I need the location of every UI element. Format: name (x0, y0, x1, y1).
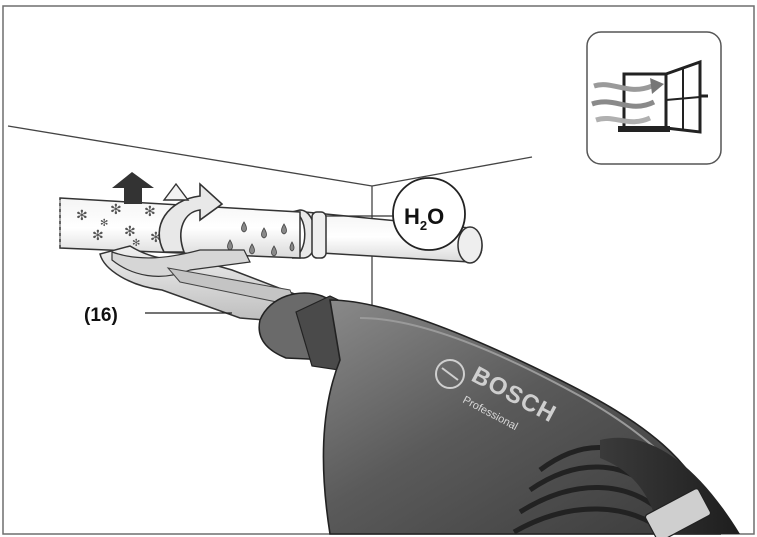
water-label-tail: O (427, 204, 444, 229)
svg-text:✻: ✻ (124, 224, 136, 240)
open-window-ventilation-icon (586, 31, 722, 165)
callout-label: (16) (84, 305, 118, 326)
svg-text:✻: ✻ (110, 202, 122, 218)
water-label-bubble: H2O (326, 177, 466, 251)
svg-text:H2O: H2O (404, 204, 444, 233)
display-panel (644, 488, 712, 537)
up-arrow-icon (112, 172, 154, 204)
snowflake-icon: ✻ ✻ ✻ ✻ ✻ ✻ ✻ ✻ (76, 202, 162, 249)
svg-text:✻: ✻ (76, 208, 88, 224)
callout-16: (16) (84, 305, 232, 326)
reflector-nozzle (99, 245, 301, 323)
heat-gun: BOSCH Professional (258, 292, 740, 537)
svg-text:✻: ✻ (92, 228, 104, 244)
svg-text:✻: ✻ (132, 238, 140, 249)
curved-arrow-icon (158, 182, 224, 253)
water-drop-icon (227, 221, 295, 257)
svg-text:✻: ✻ (100, 218, 108, 229)
water-label-main: H (404, 204, 420, 229)
water-label-sub: 2 (420, 218, 427, 233)
bosch-logo-mark (435, 359, 465, 389)
svg-text:✻: ✻ (144, 204, 156, 220)
svg-text:✻: ✻ (150, 230, 162, 246)
